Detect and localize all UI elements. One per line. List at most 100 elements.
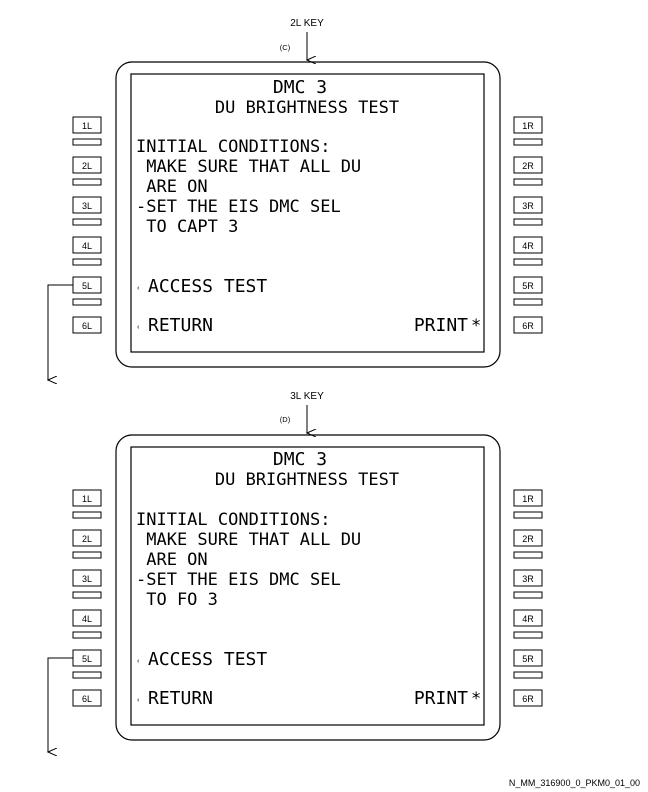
lsk-2r-label: 2R — [522, 161, 534, 171]
lsk-5l-leader-arrow — [48, 284, 73, 380]
lsk-5r-button[interactable] — [513, 276, 543, 294]
screen-line-3: ARE ON — [136, 550, 208, 570]
lsk-1l-button[interactable] — [72, 116, 102, 134]
lsk-4l-button[interactable] — [72, 236, 102, 254]
print-label: PRINT — [414, 688, 468, 709]
key-separator — [72, 591, 102, 599]
lsk-6r-button[interactable] — [513, 689, 543, 707]
lsk-4r-button[interactable] — [513, 609, 543, 627]
lsk-6r-label: 6R — [522, 321, 534, 331]
figure-reference-code: N_MM_316900_0_PKM0_01_00 — [509, 778, 640, 788]
access-test-label: ACCESS TEST — [148, 649, 267, 670]
lsk-1l-button[interactable] — [72, 489, 102, 507]
lsk-6l-button[interactable] — [72, 316, 102, 334]
lsk-2l-label: 2L — [82, 534, 92, 544]
lsk-5r-button[interactable] — [513, 649, 543, 667]
key-separator — [513, 551, 543, 559]
mcdu-display — [130, 73, 485, 353]
lsk-2r-button[interactable] — [513, 156, 543, 174]
mcdu-bezel — [115, 61, 501, 368]
key-separator — [72, 258, 102, 266]
lsk-6l-button[interactable] — [72, 689, 102, 707]
key-separator — [513, 631, 543, 639]
panel-d: 3L KEY (D) DMC 3 DU BRIGHTNESS TEST INIT… — [48, 391, 543, 752]
lsk-4l-label: 4L — [82, 614, 92, 624]
screen-line-4: -SET THE EIS DMC SEL — [136, 197, 341, 217]
key-label: 2L KEY — [290, 18, 324, 29]
right-line-select-keys: 1R 2R 3R 4R 5R 6R — [513, 489, 543, 707]
mcdu-display — [130, 446, 485, 726]
lsk-6l-label: 6L — [82, 694, 92, 704]
key-label: 3L KEY — [290, 391, 324, 402]
screen-line-2: MAKE SURE THAT ALL DU — [136, 157, 361, 177]
key-separator — [513, 138, 543, 146]
lsk-5l-label: 5L — [82, 281, 92, 291]
lsk-2l-label: 2L — [82, 161, 92, 171]
screen-line-5: TO CAPT 3 — [136, 217, 238, 237]
lsk-2r-button[interactable] — [513, 529, 543, 547]
key-separator — [72, 671, 102, 679]
lsk-1r-label: 1R — [522, 494, 534, 504]
lsk-4r-label: 4R — [522, 241, 534, 251]
key-separator — [513, 511, 543, 519]
screen-title: DMC 3 — [273, 449, 327, 470]
lsk-4l-label: 4L — [82, 241, 92, 251]
screen-line-1: INITIAL CONDITIONS: — [136, 137, 330, 157]
key-separator — [72, 138, 102, 146]
lsk-1r-button[interactable] — [513, 116, 543, 134]
screen-line-3: ARE ON — [136, 177, 208, 197]
right-line-select-keys: 1R 2R 3R 4R 5R 6R — [513, 116, 543, 334]
lsk-6l-label: 6L — [82, 321, 92, 331]
lsk-4r-button[interactable] — [513, 236, 543, 254]
key-separator — [72, 298, 102, 306]
return-label: RETURN — [148, 688, 213, 709]
screen-subtitle: DU BRIGHTNESS TEST — [215, 98, 399, 118]
screen-title: DMC 3 — [273, 77, 327, 98]
lsk-2l-button[interactable] — [72, 156, 102, 174]
lsk-3l-button[interactable] — [72, 569, 102, 587]
screen-line-5: TO FO 3 — [136, 590, 218, 610]
screen-line-2: MAKE SURE THAT ALL DU — [136, 530, 361, 550]
left-line-select-keys: 1L 2L 3L 4L 5L 6L — [72, 489, 102, 707]
lsk-3r-label: 3R — [522, 574, 534, 584]
lsk-1l-label: 1L — [82, 494, 92, 504]
print-star-icon: * — [471, 689, 481, 709]
key-separator — [72, 511, 102, 519]
lsk-6r-button[interactable] — [513, 316, 543, 334]
mcdu-bezel — [115, 434, 501, 741]
lsk-3l-button[interactable] — [72, 196, 102, 214]
key-separator — [513, 178, 543, 186]
lsk-5r-label: 5R — [522, 654, 534, 664]
key-separator — [72, 218, 102, 226]
callout-label: (D) — [280, 415, 291, 424]
access-test-label: ACCESS TEST — [148, 276, 267, 297]
print-star-icon: * — [471, 316, 481, 336]
lsk-4l-button[interactable] — [72, 609, 102, 627]
lsk-2l-button[interactable] — [72, 529, 102, 547]
access-test-prompt-icon: ‹ — [137, 283, 140, 292]
lsk-3r-button[interactable] — [513, 196, 543, 214]
key-separator — [72, 178, 102, 186]
return-prompt-icon: ‹ — [137, 322, 140, 331]
key-separator — [513, 298, 543, 306]
return-prompt-icon: ‹ — [137, 695, 140, 704]
access-test-prompt-icon: ‹ — [137, 656, 140, 665]
screen-line-1: INITIAL CONDITIONS: — [136, 510, 330, 530]
return-label: RETURN — [148, 315, 213, 336]
key-separator — [513, 671, 543, 679]
lsk-2r-label: 2R — [522, 534, 534, 544]
lsk-3l-label: 3L — [82, 574, 92, 584]
lsk-1l-label: 1L — [82, 121, 92, 131]
lsk-1r-button[interactable] — [513, 489, 543, 507]
lsk-3r-button[interactable] — [513, 569, 543, 587]
key-separator — [513, 218, 543, 226]
lsk-5l-label: 5L — [82, 654, 92, 664]
lsk-6r-label: 6R — [522, 694, 534, 704]
lsk-4r-label: 4R — [522, 614, 534, 624]
lsk-1r-label: 1R — [522, 121, 534, 131]
lsk-5r-label: 5R — [522, 281, 534, 291]
panel-c: 2L KEY (C) DMC 3 DU BRIGHTNESS TEST INIT… — [48, 18, 543, 380]
callout-label: (C) — [280, 43, 291, 52]
key-separator — [513, 591, 543, 599]
